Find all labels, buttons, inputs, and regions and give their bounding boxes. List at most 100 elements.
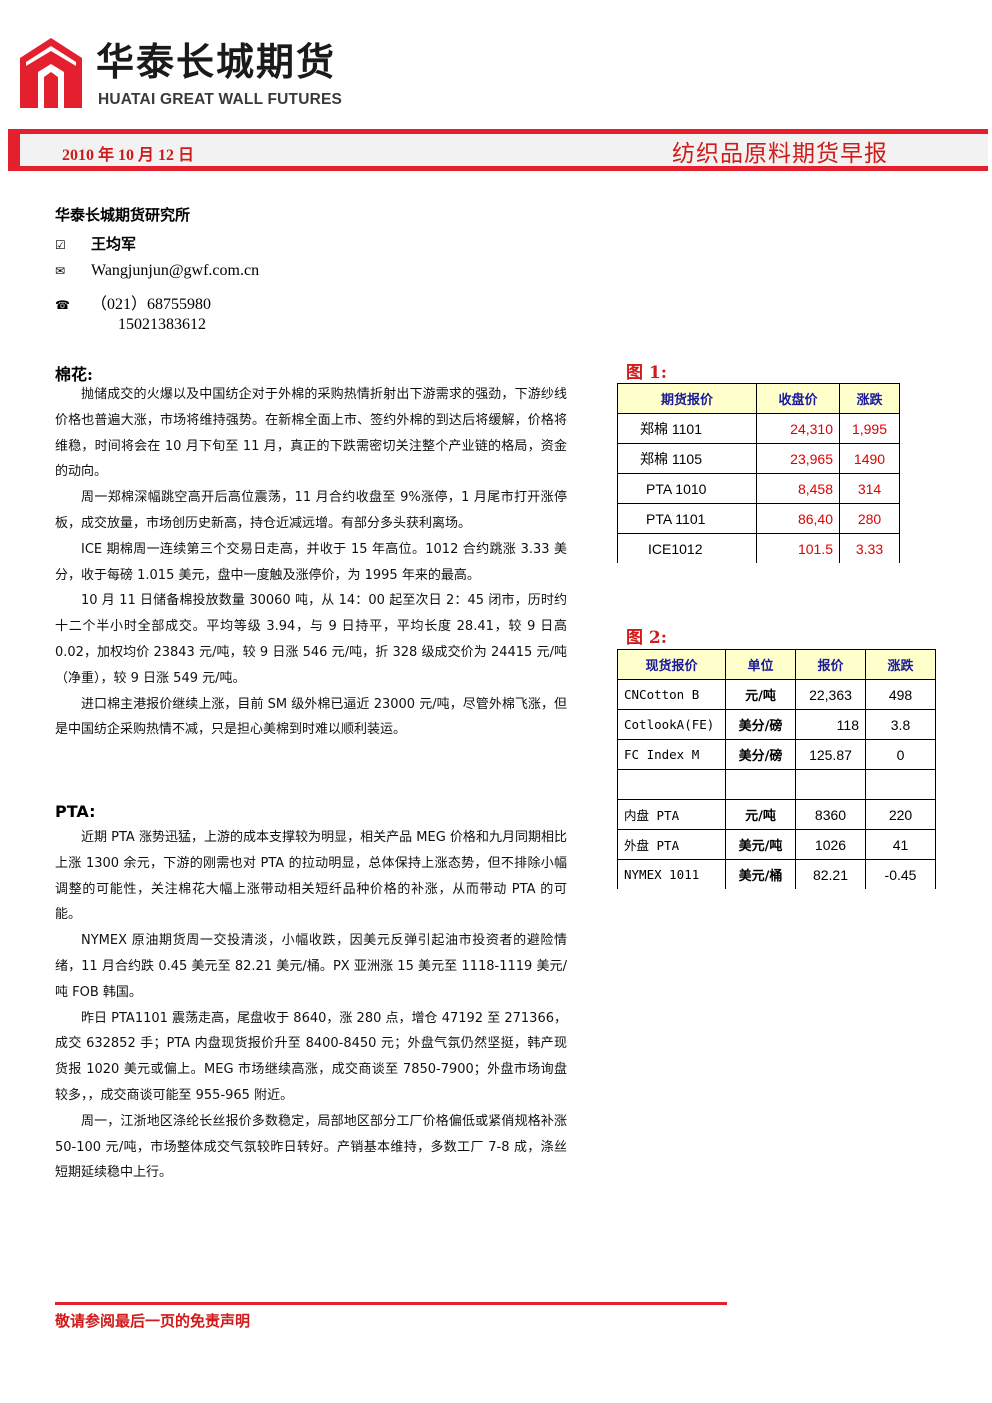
price-change: 1,995: [839, 413, 900, 444]
report-title: 纺织品原料期货早报: [672, 141, 888, 167]
pta-heading: PTA:: [55, 802, 96, 821]
author-phone: （021）68755980: [91, 296, 212, 313]
table-header-row: 期货报价 收盘价 涨跌: [617, 383, 900, 414]
cotton-paragraph: 周一郑棉深幅跳空高开后高位震荡，11 月合约收盘至 9%涨停，1 月尾市打开涨停…: [55, 490, 567, 531]
cotton-paragraph: ICE 期棉周一连续第三个交易日走高，并收于 15 年高位。1012 合约跳涨 …: [55, 541, 567, 583]
column-header: 单位: [725, 649, 796, 680]
phone-icon: ☎: [55, 298, 70, 312]
contract-name: 郑棉 1101: [617, 413, 757, 444]
close-price: 101.5: [756, 533, 840, 563]
close-price: 8,458: [756, 473, 840, 504]
table-row: PTA 1101 86,40 280: [617, 503, 900, 534]
table-row: 外盘 PTA 美元/吨 1026 41: [617, 829, 936, 860]
column-header: 涨跌: [865, 649, 936, 680]
pta-body: 近期 PTA 涨势迅猛，上游的成本支撑较为明显，相关产品 MEG 价格和九月同期…: [55, 825, 567, 1186]
cotton-body: 抛储成交的火爆以及中国纺企对于外棉的采购热情折射出下游需求的强劲，下游纱线价格也…: [55, 382, 567, 743]
footer-divider: [55, 1302, 727, 1305]
spot-change: 498: [865, 679, 936, 710]
cotton-heading: 棉花:: [55, 365, 93, 384]
company-logo: [18, 36, 84, 110]
price-change: 1490: [839, 443, 900, 474]
pta-paragraph: NYMEX 原油期货周一交投清淡，小幅收跌，因美元反弹引起油市投资者的避险情绪，…: [55, 933, 567, 1000]
column-header: 收盘价: [756, 383, 840, 414]
price-change: 280: [839, 503, 900, 534]
pta-paragraph: 近期 PTA 涨势迅猛，上游的成本支撑较为明显，相关产品 MEG 价格和九月同期…: [55, 830, 567, 923]
report-date: 2010 年 10 月 12 日: [62, 147, 195, 164]
spot-name: CNCotton B: [617, 679, 726, 710]
spot-change: -0.45: [865, 859, 936, 889]
spot-name: CotlookA(FE): [617, 709, 726, 740]
spot-unit: 元/吨: [725, 679, 796, 710]
futures-quote-table: 期货报价 收盘价 涨跌 郑棉 1101 24,310 1,995 郑棉 1105…: [617, 383, 900, 563]
spot-change: 41: [865, 829, 936, 860]
research-institute: 华泰长城期货研究所: [55, 206, 191, 224]
spot-price: 82.21: [795, 859, 866, 889]
spot-change: 0: [865, 739, 936, 770]
spot-unit: 美元/吨: [725, 829, 796, 860]
envelope-icon: ✉: [55, 264, 66, 278]
brand-name-en: HUATAI GREAT WALL FUTURES: [98, 91, 343, 108]
pen-icon: ☑: [55, 238, 66, 252]
spot-name: 外盘 PTA: [617, 829, 726, 860]
contract-name: PTA 1010: [617, 473, 757, 504]
banner-inner: [20, 134, 988, 166]
figure-1-label: 图 1:: [626, 363, 668, 383]
cotton-paragraph: 10 月 11 日储备棉投放数量 30060 吨，从 14：00 起至次日 2：…: [55, 593, 567, 686]
spot-quote-table: 现货报价 单位 报价 涨跌 CNCotton B 元/吨 22,363 498 …: [617, 649, 936, 889]
column-header: 现货报价: [617, 649, 726, 680]
spot-unit: 美元/桶: [725, 859, 796, 889]
spot-change: 3.8: [865, 709, 936, 740]
spot-price: 118: [795, 709, 866, 740]
table-row: ICE1012 101.5 3.33: [617, 533, 900, 563]
pta-paragraph: 昨日 PTA1101 震荡走高，尾盘收于 8640，涨 280 点，增仓 471…: [55, 1010, 567, 1103]
close-price: 86,40: [756, 503, 840, 534]
spot-price: [795, 769, 866, 800]
spot-change: 220: [865, 799, 936, 830]
table-row: 内盘 PTA 元/吨 8360 220: [617, 799, 936, 830]
table-row: NYMEX 1011 美元/桶 82.21 -0.45: [617, 859, 936, 889]
spot-unit: 美分/磅: [725, 709, 796, 740]
table-row: CNCotton B 元/吨 22,363 498: [617, 679, 936, 710]
report-banner: 2010 年 10 月 12 日 纺织品原料期货早报: [8, 129, 988, 171]
spot-name: [617, 769, 726, 800]
contract-name: 郑棉 1105: [617, 443, 757, 474]
column-header: 期货报价: [617, 383, 757, 414]
author-email[interactable]: Wangjunjun@gwf.com.cn: [91, 262, 260, 279]
spot-price: 1026: [795, 829, 866, 860]
table-row: PTA 1010 8,458 314: [617, 473, 900, 504]
spot-name: 内盘 PTA: [617, 799, 726, 830]
table-header-row: 现货报价 单位 报价 涨跌: [617, 649, 936, 680]
author-mobile: 15021383612: [118, 316, 206, 333]
table-row: FC Index M 美分/磅 125.87 0: [617, 739, 936, 770]
spot-name: FC Index M: [617, 739, 726, 770]
cotton-paragraph: 进口棉主港报价继续上涨，目前 SM 级外棉已逼近 23000 元/吨，尽管外棉飞…: [55, 696, 567, 738]
price-change: 3.33: [839, 533, 900, 563]
table-row: 郑棉 1105 23,965 1490: [617, 443, 900, 474]
contract-name: PTA 1101: [617, 503, 757, 534]
column-header: 报价: [795, 649, 866, 680]
table-row: [617, 769, 936, 800]
price-change: 314: [839, 473, 900, 504]
cotton-paragraph: 抛储成交的火爆以及中国纺企对于外棉的采购热情折射出下游需求的强劲，下游纱线价格也…: [55, 387, 567, 480]
spot-price: 22,363: [795, 679, 866, 710]
spot-unit: [725, 769, 796, 800]
table-row: 郑棉 1101 24,310 1,995: [617, 413, 900, 444]
figure-2-label: 图 2:: [626, 628, 668, 648]
spot-unit: 元/吨: [725, 799, 796, 830]
spot-name: NYMEX 1011: [617, 859, 726, 889]
spot-price: 125.87: [795, 739, 866, 770]
close-price: 23,965: [756, 443, 840, 474]
spot-change: [865, 769, 936, 800]
author-email-row: ✉ Wangjunjun@gwf.com.cn: [55, 262, 259, 280]
column-header: 涨跌: [839, 383, 900, 414]
author-name: 王均军: [91, 235, 137, 253]
spot-price: 8360: [795, 799, 866, 830]
disclaimer-note: 敬请参阅最后一页的免责声明: [55, 1312, 251, 1330]
brand-name-cn: 华泰长城期货: [96, 40, 337, 84]
pta-paragraph: 周一，江浙地区涤纶长丝报价多数稳定，局部地区部分工厂价格偏低或紧俏规格补涨 50…: [55, 1113, 567, 1181]
contract-name: ICE1012: [617, 533, 757, 563]
close-price: 24,310: [756, 413, 840, 444]
author-name-row: ☑ 王均军: [55, 233, 136, 254]
table-row: CotlookA(FE) 美分/磅 118 3.8: [617, 709, 936, 740]
spot-unit: 美分/磅: [725, 739, 796, 770]
